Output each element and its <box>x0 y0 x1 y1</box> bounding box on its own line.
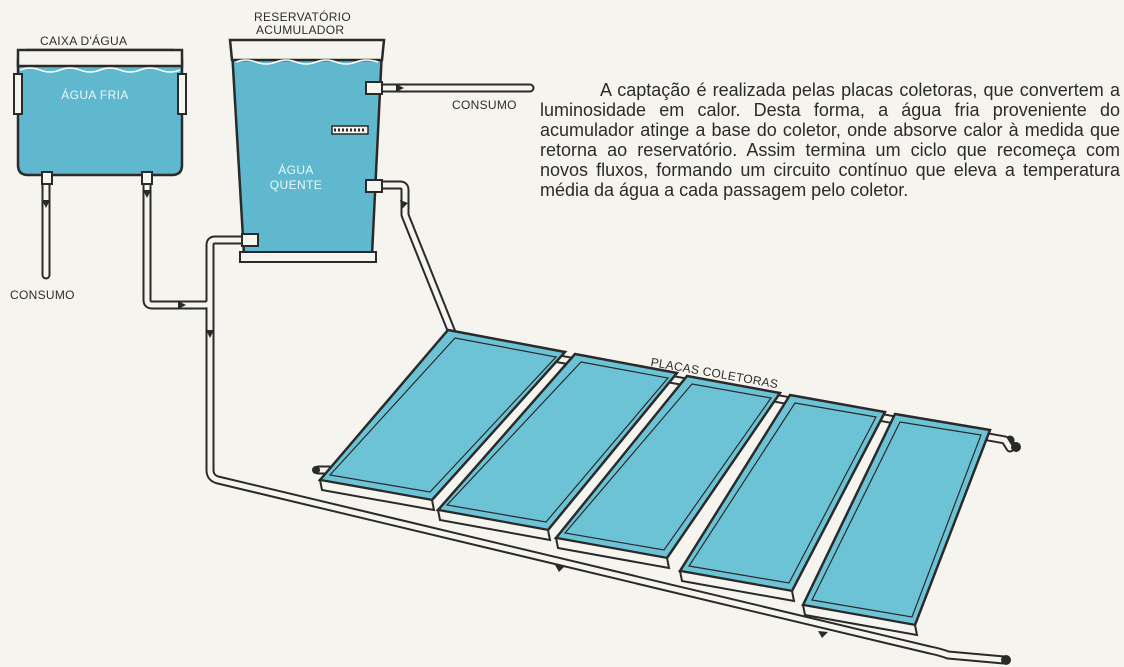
reservoir-label-line1: RESERVATÓRIO <box>254 10 351 24</box>
collector-panel-1 <box>317 328 568 512</box>
pipe-caps <box>312 442 1021 665</box>
flow-arrows <box>42 84 828 638</box>
collector-panel-5 <box>801 412 992 637</box>
consumption-label-right: CONSUMO <box>452 98 517 112</box>
collector-panels <box>317 328 992 637</box>
consumption-label-left: CONSUMO <box>10 288 75 302</box>
collector-panel-4 <box>677 393 887 603</box>
cold-tank-label: CAIXA D'ÁGUA <box>40 34 128 48</box>
cold-water-tank <box>13 48 187 185</box>
description-paragraph: A captação é realizada pelas placas cole… <box>540 80 1120 200</box>
reservoir-label-line2: ACUMULADOR <box>256 23 345 37</box>
hot-water-reservoir <box>228 38 386 263</box>
hot-water-label-line2: QUENTE <box>269 178 323 192</box>
hot-water-label-line1: ÁGUA <box>278 163 314 177</box>
cold-water-label: ÁGUA FRIA <box>61 88 129 102</box>
collector-panel-2 <box>435 352 680 542</box>
collector-panel-3 <box>553 374 783 570</box>
